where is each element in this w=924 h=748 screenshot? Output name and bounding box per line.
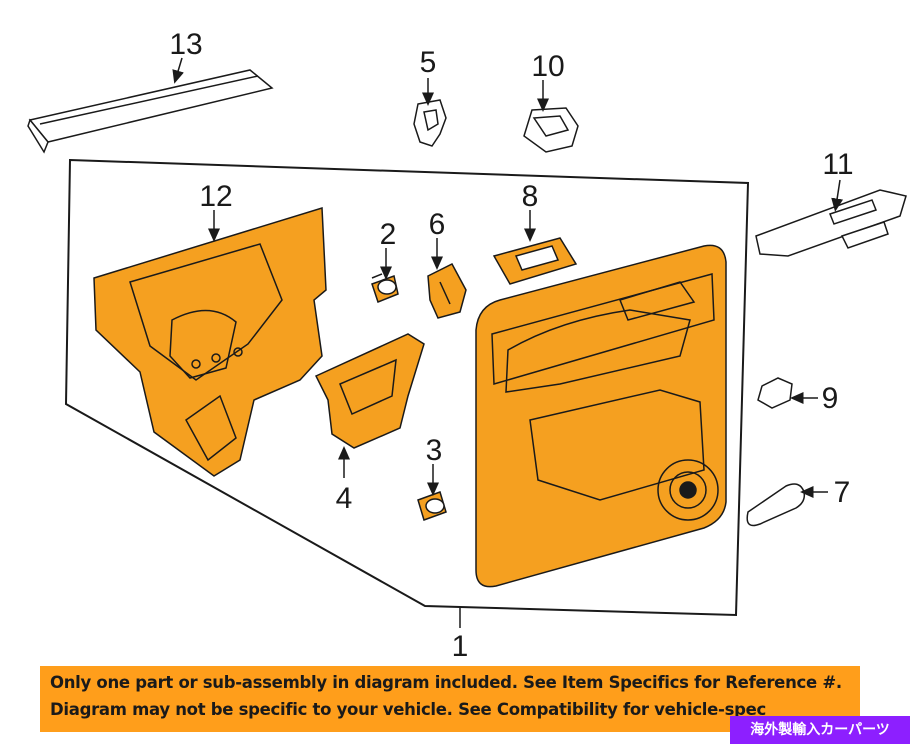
callout-3: 3: [426, 434, 443, 467]
callout-13: 13: [169, 28, 202, 61]
callout-11: 11: [822, 148, 853, 181]
part-12-carrier-panel: [93, 206, 327, 477]
callout-7: 7: [834, 476, 851, 509]
disclaimer-line-1: Only one part or sub-assembly in diagram…: [50, 673, 842, 692]
part-11-pull-handle: [755, 189, 907, 257]
part-5-clip: [413, 99, 447, 147]
callout-9: 9: [822, 382, 839, 415]
part-2-bushing: [371, 273, 399, 303]
part-13-rail: [27, 69, 274, 154]
callout-6: 6: [429, 208, 446, 241]
part-9-plug: [757, 377, 793, 409]
part-3-bushing: [417, 491, 447, 521]
callout-12: 12: [199, 180, 232, 213]
import-parts-badge: 海外製輸入カーパーツ: [730, 716, 910, 744]
part-4-reinforcement: [314, 333, 425, 449]
callout-4: 4: [336, 482, 353, 515]
disclaimer-line-2: Diagram may not be specific to your vehi…: [50, 700, 767, 719]
callout-10: 10: [531, 50, 564, 83]
callout-5: 5: [420, 46, 437, 79]
callout-8: 8: [522, 180, 539, 213]
part-8-switch-bezel: [492, 237, 578, 285]
part-7-cap: [746, 483, 806, 527]
disclaimer-banner: Only one part or sub-assembly in diagram…: [40, 666, 860, 732]
part-1-door-trim-panel: [475, 244, 727, 588]
callout-1: 1: [452, 630, 469, 663]
part-10-switch: [523, 107, 579, 153]
assembly-boundary: [64, 158, 750, 617]
callout-2: 2: [380, 218, 397, 251]
part-6-bracket: [427, 263, 467, 319]
